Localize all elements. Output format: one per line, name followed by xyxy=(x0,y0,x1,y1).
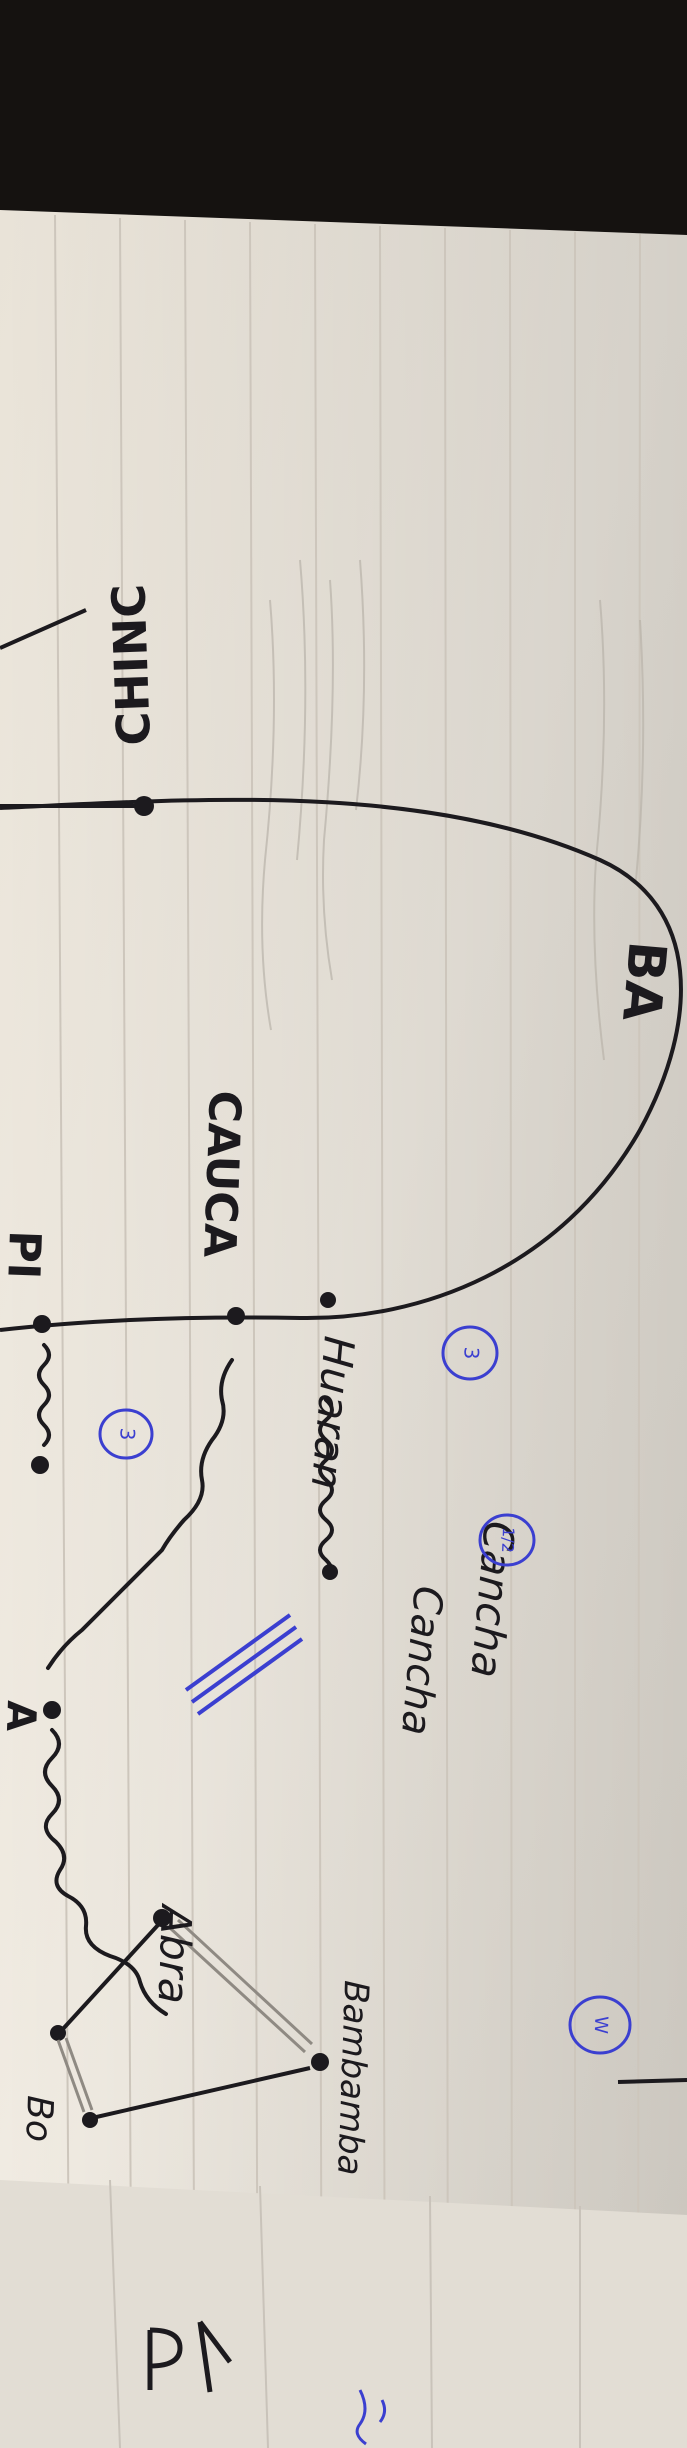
svg-text:A: A xyxy=(0,1700,44,1733)
dot-a xyxy=(43,1701,61,1719)
label-bo: Bo xyxy=(17,2095,60,2143)
svg-text:BA: BA xyxy=(610,939,677,1024)
label-cauca: CAUCA xyxy=(193,1090,250,1259)
lower-page xyxy=(0,2180,687,2448)
straight-links xyxy=(60,1923,311,2120)
svg-text:W: W xyxy=(590,2016,612,2035)
chino-underline xyxy=(0,608,87,650)
label-a: A xyxy=(0,1700,44,1733)
svg-text:CHINC: CHINC xyxy=(101,583,161,746)
link-abra-bo xyxy=(60,1923,160,2032)
badge-b4: W xyxy=(568,1995,632,2055)
dot-pi-lower xyxy=(31,1456,49,1474)
blue-strike xyxy=(184,1613,304,1716)
dot-abra xyxy=(153,1909,171,1927)
label-bambamba: Bambamba xyxy=(329,1980,376,2177)
paper-shade xyxy=(0,210,687,2448)
label-pi: PI xyxy=(0,1230,50,1280)
double-links xyxy=(56,1918,314,2113)
trail-pi xyxy=(37,1343,51,1447)
label-abra: Abra xyxy=(149,1902,202,2005)
label-chino: CHINC xyxy=(101,583,161,746)
trail-cauca-a xyxy=(46,1358,234,1670)
dot-bambamba xyxy=(311,2053,329,2071)
lower-ink-letter xyxy=(147,2320,232,2393)
label-ba: BA xyxy=(610,939,677,1024)
route-dots xyxy=(31,796,338,2128)
lower-blue-marks xyxy=(355,2389,387,2446)
badge-b2: 3 xyxy=(441,1325,499,1381)
svg-text:Bambamba: Bambamba xyxy=(329,1980,376,2177)
dot-pi xyxy=(33,1315,51,1333)
svg-text:3: 3 xyxy=(115,1427,139,1441)
svg-text:Abra: Abra xyxy=(149,1902,202,2005)
svg-text:1/2: 1/2 xyxy=(498,1527,518,1553)
lower-ruled xyxy=(109,2179,581,2448)
dot-cauca xyxy=(227,1307,245,1325)
svg-text:PI: PI xyxy=(0,1230,50,1280)
bleed-through-marks xyxy=(261,559,645,1061)
badge-b1: 3 xyxy=(98,1408,154,1460)
bottom-ink-line xyxy=(617,2078,687,2084)
svg-text:3: 3 xyxy=(459,1346,483,1360)
dot-bo xyxy=(82,2112,98,2128)
dot-right xyxy=(320,1292,336,1308)
svg-text:Bo: Bo xyxy=(17,2095,60,2143)
link-bo-bambamba xyxy=(91,2066,311,2120)
dot-top xyxy=(134,796,154,816)
svg-text:CAUCA: CAUCA xyxy=(193,1090,250,1259)
badge-b3: 1/2 xyxy=(478,1513,536,1567)
trail-huaran xyxy=(318,1398,334,1574)
